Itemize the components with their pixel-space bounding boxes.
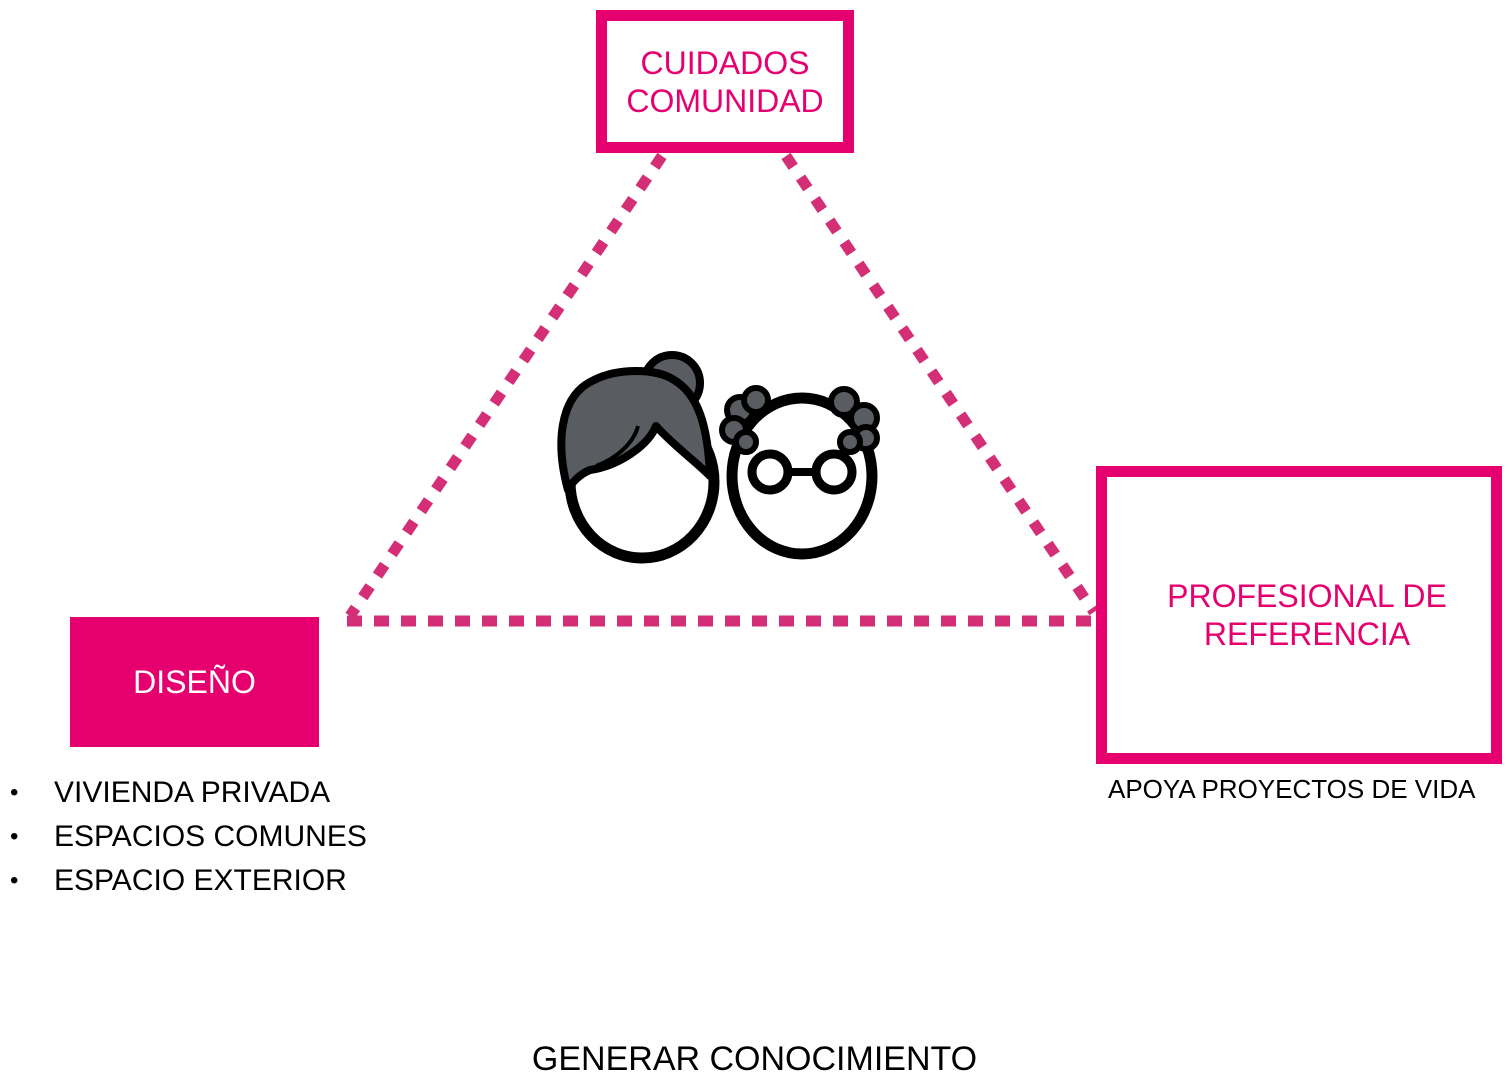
profesional-caption: APOYA PROYECTOS DE VIDA bbox=[1108, 774, 1476, 804]
profesional-referencia-label: PROFESIONAL DE REFERENCIA bbox=[1151, 577, 1447, 653]
profesional-label-line: PROFESIONAL DE bbox=[1167, 578, 1447, 614]
list-item: • ESPACIOS COMUNES bbox=[10, 815, 367, 859]
list-item: • ESPACIO EXTERIOR bbox=[10, 859, 367, 903]
glasses-icon bbox=[747, 449, 857, 495]
footer-title: GENERAR CONOCIMIENTO bbox=[531, 1040, 978, 1078]
comunidad-label-line: COMUNIDAD bbox=[626, 82, 824, 119]
referencia-label-line: REFERENCIA bbox=[1203, 616, 1411, 652]
bullet-icon: • bbox=[10, 867, 19, 894]
cuidados-comunidad-label: CUIDADOS COMUNIDAD bbox=[626, 44, 823, 120]
diseno-items-list: • VIVIENDA PRIVADA • ESPACIOS COMUNES • ESP… bbox=[10, 771, 367, 903]
cuidados-label-line: CUIDADOS bbox=[640, 44, 810, 81]
list-item: • VIVIENDA PRIVADA bbox=[10, 771, 367, 815]
woman-icon bbox=[557, 351, 720, 564]
bullet-icon: • bbox=[10, 779, 19, 806]
man-icon bbox=[719, 385, 880, 560]
list-item-text: ESPACIO EXTERIOR bbox=[54, 864, 347, 897]
diseno-box: DISEÑO bbox=[70, 617, 319, 747]
profesional-referencia-box: PROFESIONAL DE REFERENCIA bbox=[1096, 466, 1502, 764]
diseno-label: DISEÑO bbox=[133, 664, 256, 700]
list-item-text: VIVIENDA PRIVADA bbox=[54, 776, 331, 809]
elderly-couple-icon bbox=[557, 351, 880, 564]
list-item-text: ESPACIOS COMUNES bbox=[54, 820, 367, 853]
bullet-icon: • bbox=[10, 823, 19, 850]
cuidados-comunidad-box: CUIDADOS COMUNIDAD bbox=[596, 10, 854, 153]
